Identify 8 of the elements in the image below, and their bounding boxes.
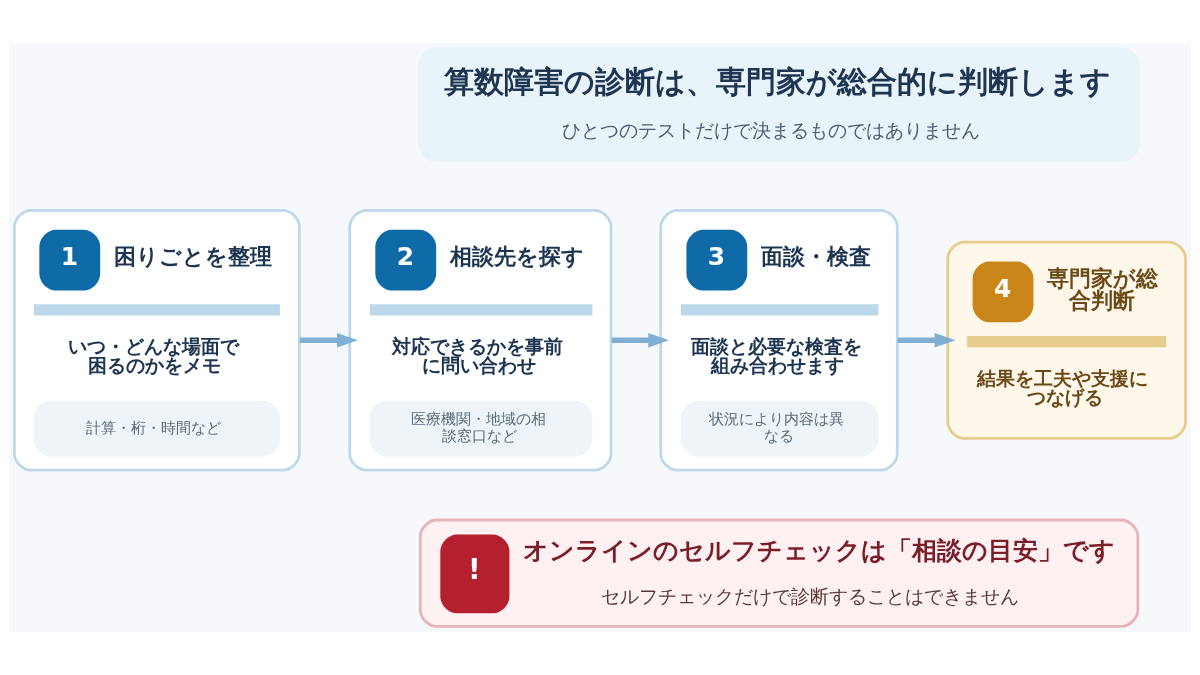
arrow [299,333,358,348]
node-box: 1 困りごとを整理 いつ・どんな場面で困るのかをメモ 計算・桁・時間など [13,208,301,472]
node-box: 4 専門家が総合判断 結果を工夫や支援につなげる [946,240,1187,440]
node-box: ! オンラインのセルフチェックは「相談の目安」です セルフチェックだけで診断することはできません [418,518,1140,628]
arrow [897,333,956,348]
node-box: 3 面談・検査 面談と必要な検査を組み合わせます 状況により内容は異なる [659,208,899,472]
node-box: 2 相談先を探す 対応できるかを事前に問い合わせ 医療機関・地域の相談窓口など [348,208,613,472]
arrow [611,333,670,348]
